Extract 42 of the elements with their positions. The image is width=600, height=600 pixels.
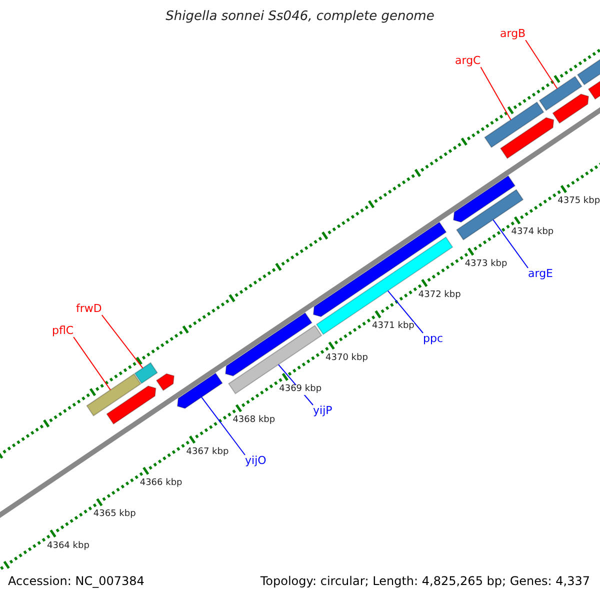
scale-label: 4370 kbp bbox=[326, 354, 368, 364]
scale-label: 4371 kbp bbox=[372, 322, 414, 332]
gene-bar bbox=[453, 175, 516, 223]
gene-bar bbox=[106, 386, 156, 425]
leader-line bbox=[101, 314, 144, 369]
scale-label: 4365 kbp bbox=[93, 510, 136, 520]
gene-name: argC bbox=[455, 55, 481, 68]
scale-label: 4366 kbp bbox=[140, 478, 182, 489]
gene-bar bbox=[312, 222, 447, 318]
gene-bar bbox=[86, 373, 142, 416]
leader-line bbox=[387, 290, 424, 334]
scale-label: 4373 kbp bbox=[464, 260, 508, 270]
gene-bar bbox=[225, 312, 312, 376]
gene-name: pflC bbox=[52, 325, 74, 338]
scale-label: 4372 kbp bbox=[418, 291, 461, 301]
leader-line bbox=[480, 66, 512, 120]
leader-line bbox=[73, 336, 111, 390]
gene-name: argE bbox=[528, 268, 554, 280]
gene-bar bbox=[500, 117, 554, 160]
gene-name: frwD bbox=[76, 303, 102, 316]
scale-label: 4375 kbp bbox=[558, 197, 600, 208]
title: Shigella sonnei Ss046, complete genome bbox=[166, 10, 434, 24]
accession-text: Accession: NC_007384 bbox=[8, 575, 144, 588]
scale-label: 4374 kbp bbox=[511, 228, 554, 238]
leader-line bbox=[201, 396, 246, 456]
scale-label: 4368 kbp bbox=[232, 416, 276, 426]
gene-bar bbox=[228, 324, 322, 394]
gene-name: yijO bbox=[245, 455, 266, 468]
genome-info-text: Topology: circular; Length: 4,825,265 bp; Genes: 4,337 bbox=[260, 575, 590, 588]
leader-line bbox=[525, 40, 558, 90]
gene-name: argB bbox=[500, 28, 526, 40]
gene-bar bbox=[484, 101, 544, 148]
gene-bar bbox=[156, 373, 175, 392]
scale-label: 4369 kbp bbox=[279, 385, 322, 395]
gene-name: ppc bbox=[423, 333, 444, 346]
gene-bar bbox=[552, 94, 590, 124]
gene-name: yijP bbox=[313, 405, 332, 418]
leader-line bbox=[492, 219, 528, 268]
gene-bar bbox=[538, 76, 582, 112]
scale-label: 4367 kbp bbox=[186, 448, 229, 458]
scale-label: 4364 kbp bbox=[47, 542, 90, 552]
gene-bar bbox=[176, 372, 223, 409]
